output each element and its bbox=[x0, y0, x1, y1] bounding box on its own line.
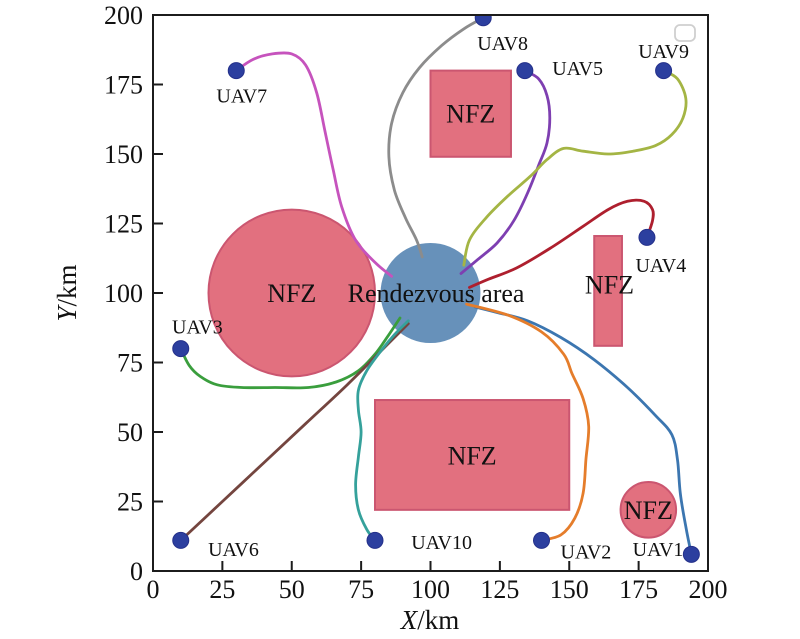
uav-marker-uav4 bbox=[638, 228, 656, 246]
uav-label-uav2: UAV2 bbox=[561, 542, 612, 564]
legend-box bbox=[674, 24, 696, 42]
x-tick-label: 75 bbox=[348, 575, 374, 604]
uav-markers-layer bbox=[172, 15, 700, 563]
uav-path-uav5 bbox=[459, 69, 552, 275]
nfz-zone-circle bbox=[207, 208, 376, 378]
nfz-zone-rect bbox=[593, 235, 623, 347]
nfz-zone-circle bbox=[619, 481, 678, 539]
zone-labels-layer: NFZ NFZ NFZ NFZ NFZ Rendezvous area bbox=[267, 100, 673, 525]
nfz-label: NFZ bbox=[267, 279, 316, 308]
uav-path-uav10 bbox=[354, 319, 410, 542]
uav-marker-uav8 bbox=[474, 15, 492, 27]
x-tick-label: 175 bbox=[619, 575, 658, 604]
x-tick-label: 25 bbox=[209, 575, 235, 604]
x-tick-label: 0 bbox=[147, 575, 160, 604]
uav-label-uav1: UAV1 bbox=[633, 539, 684, 561]
uav-path-uav2 bbox=[465, 302, 591, 542]
y-tick-label: 200 bbox=[104, 1, 143, 30]
uav-label-uav5: UAV5 bbox=[552, 58, 603, 80]
uav-marker-uav3 bbox=[172, 340, 190, 358]
y-tick-label: 50 bbox=[117, 418, 143, 447]
uav-label-uav10: UAV10 bbox=[411, 532, 472, 554]
nfz-label: NFZ bbox=[446, 100, 495, 129]
x-tick-label: 200 bbox=[689, 575, 728, 604]
uav-path-uav4 bbox=[468, 198, 655, 289]
uav-marker-uav7 bbox=[227, 62, 245, 80]
nfz-label: NFZ bbox=[448, 442, 497, 471]
uav-marker-uav1 bbox=[682, 545, 700, 563]
uav-paths-layer bbox=[179, 16, 693, 556]
nfz-label: NFZ bbox=[624, 496, 673, 525]
uav-marker-uav2 bbox=[533, 531, 550, 549]
x-tick-label: 125 bbox=[480, 575, 519, 604]
y-tick-label: 125 bbox=[104, 210, 143, 239]
uav-label-uav4: UAV4 bbox=[635, 255, 686, 277]
y-tick-label: 175 bbox=[104, 71, 143, 100]
axis-ticks-layer: 0 25 50 75 100 125 150 175 200 0 25 50 75 100 125 150 17… bbox=[104, 1, 728, 604]
uav-marker-uav5 bbox=[516, 62, 534, 80]
uav-marker-uav6 bbox=[172, 531, 190, 549]
nfz-zone-rect bbox=[374, 399, 571, 511]
rendezvous-area-circle bbox=[380, 242, 481, 344]
nfz-zone-rect bbox=[429, 69, 512, 158]
y-tick-label: 75 bbox=[117, 349, 143, 378]
uav-label-uav8: UAV8 bbox=[477, 33, 528, 55]
uav-label-uav6: UAV6 bbox=[208, 539, 259, 561]
uav-path-uav1 bbox=[473, 305, 693, 556]
x-tick-label: 100 bbox=[411, 575, 450, 604]
nfz-zones-layer bbox=[207, 69, 678, 539]
uav-path-uav8 bbox=[387, 16, 485, 259]
y-tick-label: 150 bbox=[104, 140, 143, 169]
y-tick-label: 100 bbox=[104, 279, 143, 308]
uav-marker-uav10 bbox=[366, 531, 384, 549]
uav-label-uav9: UAV9 bbox=[638, 41, 689, 63]
y-tick-label: 0 bbox=[130, 557, 143, 586]
uav-marker-uav9 bbox=[655, 62, 673, 80]
uav-path-uav3 bbox=[179, 316, 402, 390]
x-axis-label: X/km bbox=[400, 605, 460, 635]
y-tick-label: 25 bbox=[117, 488, 143, 517]
uav-label-uav3: UAV3 bbox=[172, 316, 223, 338]
uav-label-uav7: UAV7 bbox=[216, 86, 267, 108]
nfz-label: NFZ bbox=[585, 271, 634, 300]
rendezvous-area-label: Rendezvous area bbox=[348, 279, 525, 308]
y-axis-label: Y/km bbox=[52, 264, 82, 321]
uav-path-uav9 bbox=[462, 69, 688, 267]
uav-path-uav7 bbox=[234, 51, 393, 278]
x-tick-label: 50 bbox=[279, 575, 305, 604]
x-tick-label: 150 bbox=[550, 575, 589, 604]
